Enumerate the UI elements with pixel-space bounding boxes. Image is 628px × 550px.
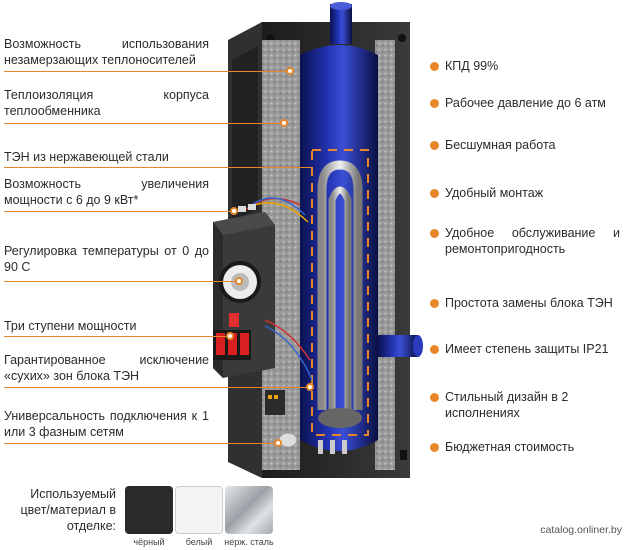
feature-left-4: Возможность увеличения мощности с 6 до 9… [4, 177, 209, 207]
swatch-steel-label: нерж. сталь [224, 537, 274, 547]
swatch-steel [225, 486, 273, 534]
feature-left-8: Универсальность подключения к 1 или 3 фа… [4, 409, 209, 439]
swatch-black-label: чёрный [133, 537, 165, 547]
feature-left-2: Теплоизоляция корпуса теплообменника [4, 88, 209, 118]
bullet-dot [430, 345, 439, 354]
feature-left-3: ТЭН из нержавеющей стали [4, 150, 169, 164]
feature-right-9: Бюджетная стоимость [445, 440, 575, 454]
leader-line [4, 123, 284, 124]
terminal-block [265, 390, 347, 454]
feature-right-2: Рабочее давление до 6 атм [445, 96, 606, 110]
leader-line [4, 167, 312, 168]
leader-line [4, 281, 236, 282]
feature-right-6: Простота замены блока ТЭН [445, 296, 613, 310]
swatch-white-label: белый [185, 537, 213, 547]
pointer-dot [306, 383, 314, 391]
bullet-dot [430, 141, 439, 150]
feature-right-5: Удобное обслуживание и ремонтопригодност… [445, 226, 620, 256]
tank [300, 2, 423, 451]
pointer-dot [280, 119, 288, 127]
pointer-dot [226, 332, 234, 340]
feature-left-5: Регулировка температуры от 0 до 90 С [4, 244, 209, 274]
leader-line [4, 71, 290, 72]
pointer-dot [235, 277, 243, 285]
leader-line [4, 211, 230, 212]
feature-right-3: Бесшумная работа [445, 138, 556, 152]
bullet-dot [430, 62, 439, 71]
watermark: catalog.onliner.by [540, 524, 622, 536]
pointer-dot [230, 207, 238, 215]
feature-left-7: Гарантированное исключение «сухих» зон б… [4, 353, 209, 383]
bullet-dot [430, 99, 439, 108]
swatch-black [125, 486, 173, 534]
swatch-white [175, 486, 223, 534]
legend-title: Используемый цвет/материал в отделке: [20, 487, 117, 533]
leader-line [4, 336, 228, 337]
feature-right-8: Стильный дизайн в 2 исполнениях [445, 390, 569, 420]
bullet-dot [430, 189, 439, 198]
leader-line [4, 443, 276, 444]
pointer-dot [274, 439, 282, 447]
feature-right-1: КПД 99% [445, 59, 499, 73]
feature-right-4: Удобный монтаж [445, 186, 544, 200]
leader-line [4, 387, 310, 388]
bullet-dot [430, 393, 439, 402]
pointer-dot [286, 67, 294, 75]
feature-left-6: Три ступени мощности [4, 319, 137, 333]
bullet-dot [430, 229, 439, 238]
bullet-dot [430, 443, 439, 452]
feature-right-7: Имеет степень защиты IP21 [445, 342, 609, 356]
control-unit [213, 197, 313, 381]
bullet-dot [430, 299, 439, 308]
feature-left-1: Возможность использования незамерзающих … [4, 37, 209, 67]
